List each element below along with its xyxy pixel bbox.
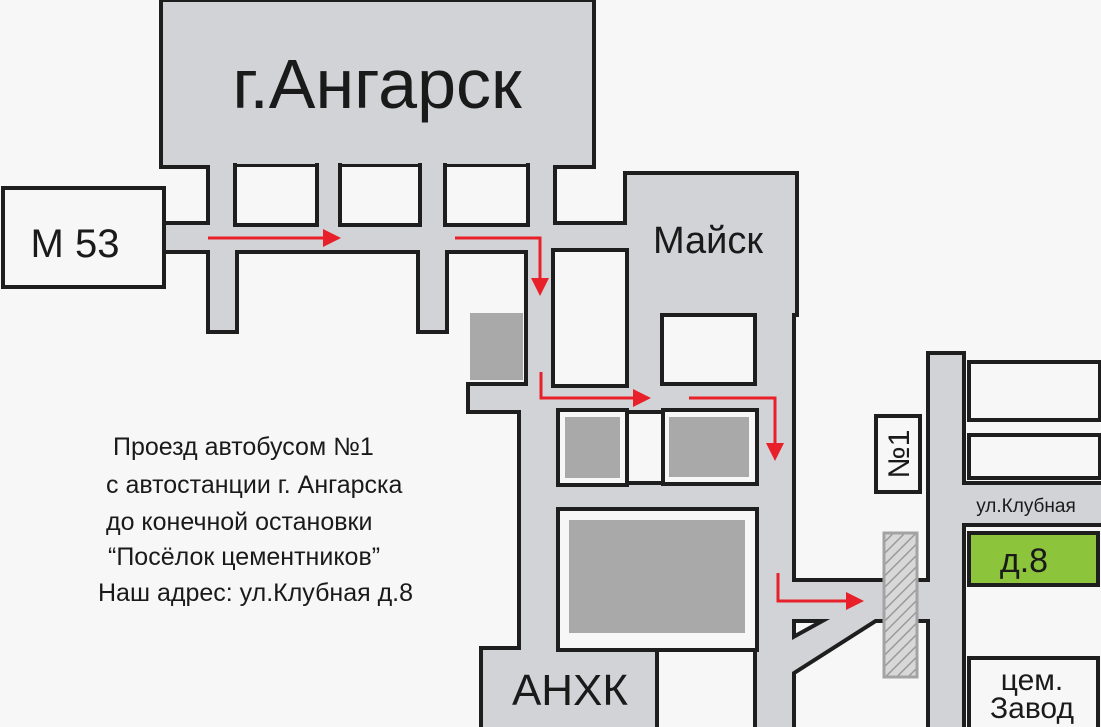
cement-factory: цем. Завод [967, 656, 1100, 727]
highway-box: М 53 [1, 186, 166, 289]
building [669, 417, 749, 477]
directions-line: с автостанции г. Ангарска [106, 471, 403, 499]
city-label: г.Ангарск [232, 45, 522, 123]
house-label: д.8 [1000, 542, 1048, 580]
hatched-crossing [882, 531, 919, 679]
directions-text: Проезд автобусом №1 с автостанции г. Анг… [98, 433, 413, 607]
buildings [470, 313, 1101, 652]
street-label: ул.Клубная [976, 496, 1076, 517]
building [470, 313, 523, 380]
building [569, 520, 745, 633]
factory-label-line1: цем. [1001, 664, 1064, 697]
city-blocks [233, 163, 629, 388]
route-arrow [455, 236, 549, 296]
town-label: Майск [653, 220, 763, 262]
factory-label-line2: Завод [990, 692, 1074, 725]
directions-line: Проезд автобусом №1 [113, 433, 374, 461]
route-arrow [689, 396, 784, 461]
route-arrows [208, 229, 864, 610]
highway-label: М 53 [31, 222, 120, 266]
directions-line: до конечной остановки [106, 508, 372, 536]
directions-line: “Посёлок цементников” [108, 543, 380, 571]
target-house[interactable]: д.8 [967, 531, 1100, 587]
plant-label: АНХК [512, 666, 628, 715]
directions-line: Наш адрес: ул.Клубная д.8 [98, 579, 413, 607]
bus-stop-box: №1 [874, 414, 922, 494]
route-arrow [776, 573, 864, 610]
block-white [967, 360, 1101, 422]
bus-stop-label: №1 [883, 430, 916, 479]
building [565, 417, 620, 478]
block-white [967, 433, 1101, 480]
route-arrow [539, 372, 651, 407]
